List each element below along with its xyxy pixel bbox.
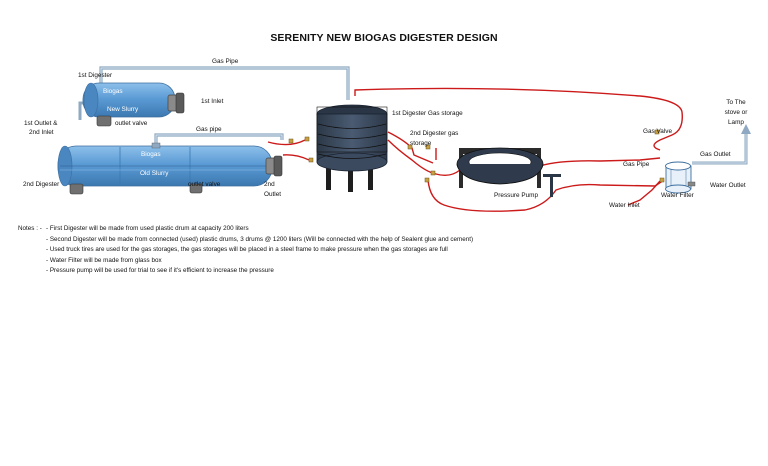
label-outlet-valve-2: outlet valve (188, 181, 221, 188)
gas-outlet-pipe-inner (692, 133, 747, 164)
note-row: - Used truck tires are used for the gas … (46, 246, 448, 254)
note-item: Second Digester will be made from connec… (49, 235, 474, 243)
first-gas-storage (316, 104, 388, 192)
gas-pipe-middle-inner (155, 134, 283, 146)
first-digester (82, 82, 185, 127)
diagram-title: SERENITY NEW BIOGAS DIGESTER DESIGN (270, 32, 498, 44)
label-new-slurry: New Slurry (107, 106, 139, 113)
label-second-gas-storage-line2: storage (410, 140, 432, 147)
label-second-outlet-line2: Outlet (264, 191, 282, 198)
label-second-outlet-line1: 2nd (264, 181, 275, 188)
label-gas-pipe-top: Gas Pipe (212, 58, 239, 65)
label-second-gas-storage-line1: 2nd Digester gas (410, 130, 459, 137)
label-gas-valve: Gas Valve (643, 128, 673, 135)
label-first-gas-storage: 1st Digester Gas storage (392, 110, 463, 117)
gas-outlet-arrow (741, 124, 751, 134)
label-second-digester: 2nd Digester (23, 181, 60, 188)
label-gas-pipe-middle: Gas pipe (196, 126, 222, 133)
label-water-inlet: Water Inlet (609, 202, 640, 209)
gas-pipe-middle (154, 133, 284, 146)
note-row: - Pressure pump will be used for trial t… (46, 267, 274, 275)
label-outlet-valve-1: outlet valve (115, 120, 148, 127)
label-pressure-pump: Pressure Pump (494, 192, 539, 199)
label-gas-pipe-right: Gas Pipe (623, 161, 650, 168)
note-row: Notes : -- First Digester will be made f… (18, 224, 473, 235)
pressure-pump (543, 174, 561, 197)
label-biogas-2: Biogas (141, 151, 161, 158)
note-row: - Water Filter will be made from glass b… (46, 256, 162, 264)
label-old-slurry: Old Slurry (140, 170, 169, 177)
note-item: Pressure pump will be used for trial to … (49, 267, 274, 275)
note-item: First Digester will be made from used pl… (49, 225, 249, 232)
label-first-digester: 1st Digester (78, 72, 113, 79)
notes-block: Notes : -- First Digester will be made f… (18, 224, 473, 277)
label-to-stove-line1: To The (726, 99, 746, 106)
label-biogas-1: Biogas (103, 88, 123, 95)
label-first-inlet: 1st Inlet (201, 98, 224, 105)
gas-pipe-top-inner (100, 67, 349, 100)
second-gas-storage (456, 147, 544, 188)
label-first-outlet-line1: 1st Outlet & (24, 120, 58, 127)
valves (288, 129, 665, 183)
second-digester (57, 142, 283, 195)
note-row: - Second Digester will be made from conn… (46, 235, 474, 243)
note-item: Used truck tires are used for the gas st… (49, 246, 448, 254)
notes-prefix: Notes : - (18, 225, 42, 232)
label-to-stove-line3: Lamp (728, 119, 744, 126)
note-item: Water Filter will be made from glass box (49, 256, 162, 264)
label-gas-outlet: Gas Outlet (700, 151, 731, 158)
label-to-stove-line2: stove or (724, 109, 748, 116)
label-water-filter: Water Filter (661, 192, 694, 199)
water-filter (665, 161, 696, 194)
label-first-outlet-line2: 2nd Inlet (29, 129, 54, 136)
label-water-outlet: Water Outlet (710, 182, 746, 189)
